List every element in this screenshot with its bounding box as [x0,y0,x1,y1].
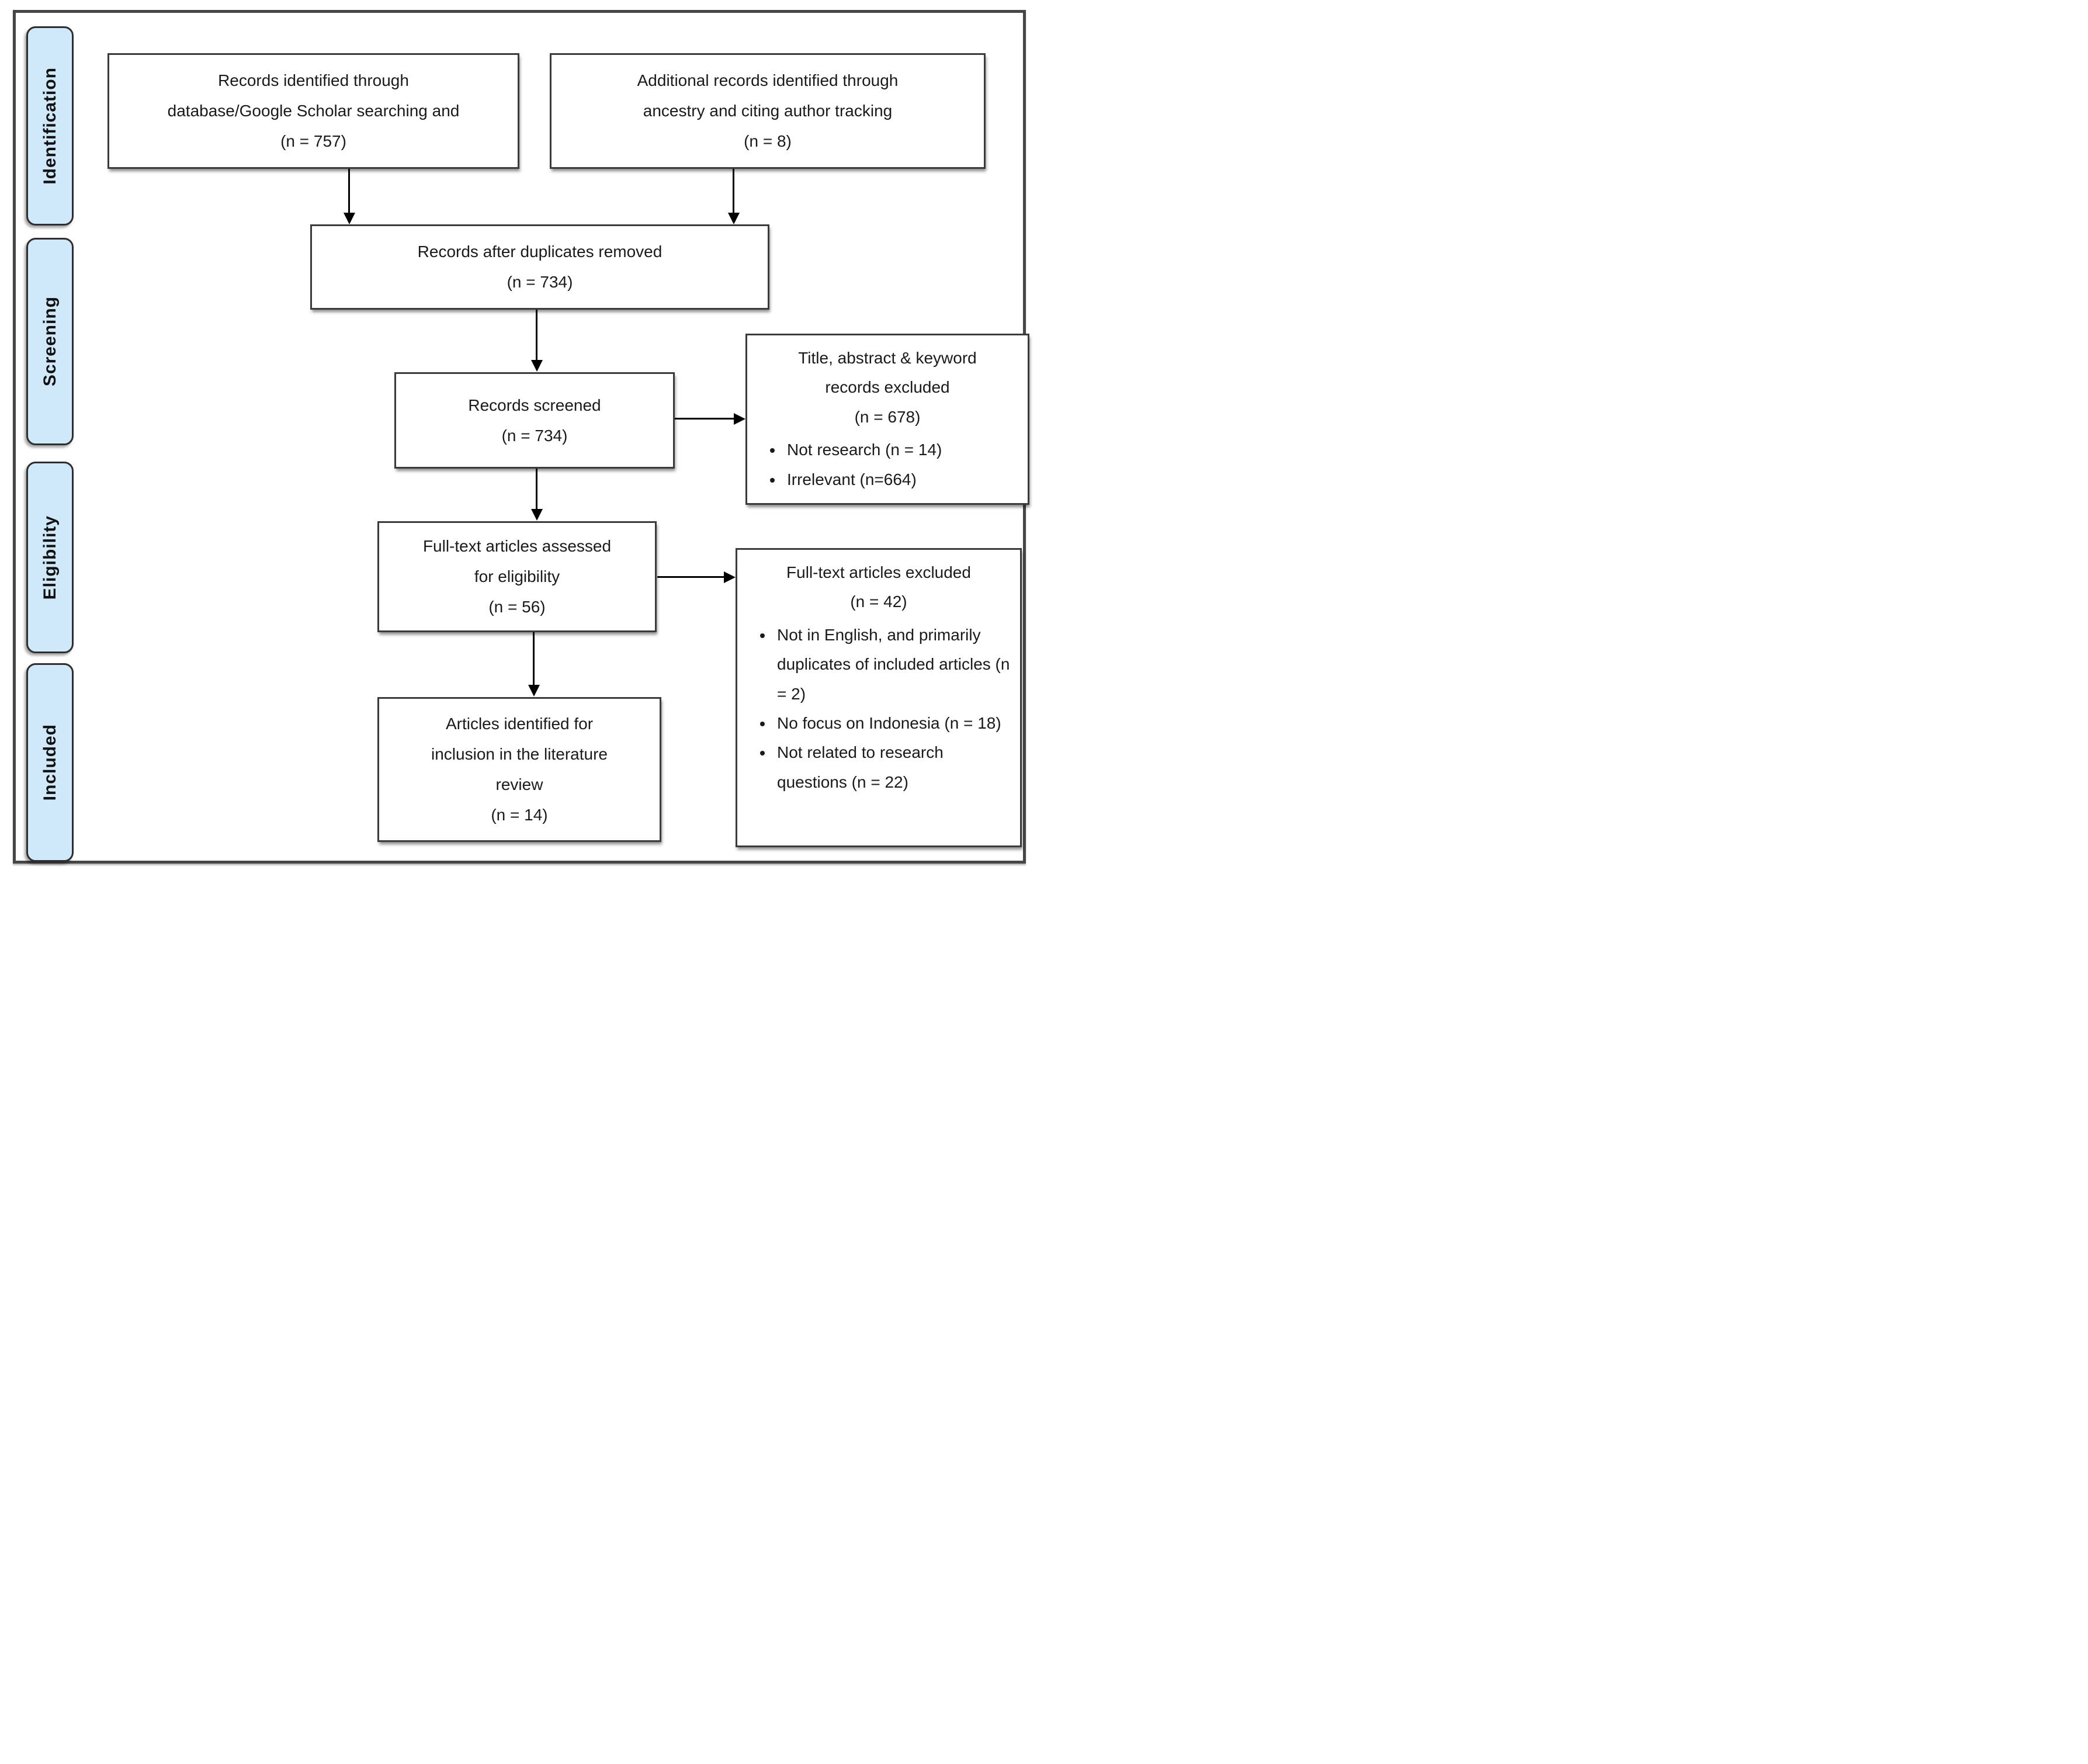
arrow-fulltext-to-included [533,632,535,685]
screening-excluded-bullet: Not research (n = 14) [783,435,1019,465]
stage-label-included: Included [40,724,60,801]
box-records-screened-text: Records screened (n = 734) [468,396,601,445]
arrow-additional-to-duplicates [733,169,734,213]
stage-tab-identification: Identification [26,26,74,226]
box-fulltext-excluded: Full-text articles excluded (n = 42) Not… [736,548,1022,847]
fulltext-excluded-bullet-list: Not in English, and primarily duplicates… [737,621,1020,797]
box-fulltext-excluded-title: Full-text articles excluded (n = 42) [786,563,971,611]
stage-label-eligibility: Eligibility [40,515,60,600]
stage-tab-included: Included [26,663,74,862]
arrow-identified-to-duplicates [348,169,350,213]
screening-excluded-bullet-list: Not research (n = 14) Irrelevant (n=664) [747,435,1028,494]
diagram-frame: Identification Screening Eligibility Inc… [13,10,1029,864]
box-included-articles: Articles identified for inclusion in the… [377,697,661,842]
stage-tab-eligibility: Eligibility [26,462,74,653]
box-records-screened: Records screened (n = 734) [394,372,675,469]
screening-excluded-bullet: Irrelevant (n=664) [783,465,1019,494]
fulltext-excluded-bullet: Not in English, and primarily duplicates… [774,621,1012,709]
arrow-screened-to-fulltext [536,469,537,509]
stage-label-screening: Screening [40,296,60,387]
stage-tab-screening: Screening [26,238,74,445]
arrow-fulltext-to-excluded [657,576,724,578]
arrow-screened-to-excluded [675,418,734,420]
stage-label-identification: Identification [40,67,60,185]
box-screening-excluded: Title, abstract & keyword records exclud… [745,334,1029,505]
box-records-identified-text: Records identified through database/Goog… [167,71,460,150]
box-after-duplicates: Records after duplicates removed (n = 73… [310,224,769,310]
arrow-duplicates-to-screened [536,310,537,360]
box-after-duplicates-text: Records after duplicates removed (n = 73… [417,242,663,291]
box-additional-records-text: Additional records identified through an… [637,71,899,150]
box-fulltext-assessed: Full-text articles assessed for eligibil… [377,521,657,632]
box-screening-excluded-title: Title, abstract & keyword records exclud… [798,349,977,426]
box-included-articles-text: Articles identified for inclusion in the… [431,715,608,824]
fulltext-excluded-bullet: Not related to research questions (n = 2… [774,738,1012,797]
box-additional-records: Additional records identified through an… [550,53,986,169]
fulltext-excluded-bullet: No focus on Indonesia (n = 18) [774,709,1012,738]
box-fulltext-assessed-text: Full-text articles assessed for eligibil… [422,537,612,616]
box-records-identified: Records identified through database/Goog… [107,53,519,169]
